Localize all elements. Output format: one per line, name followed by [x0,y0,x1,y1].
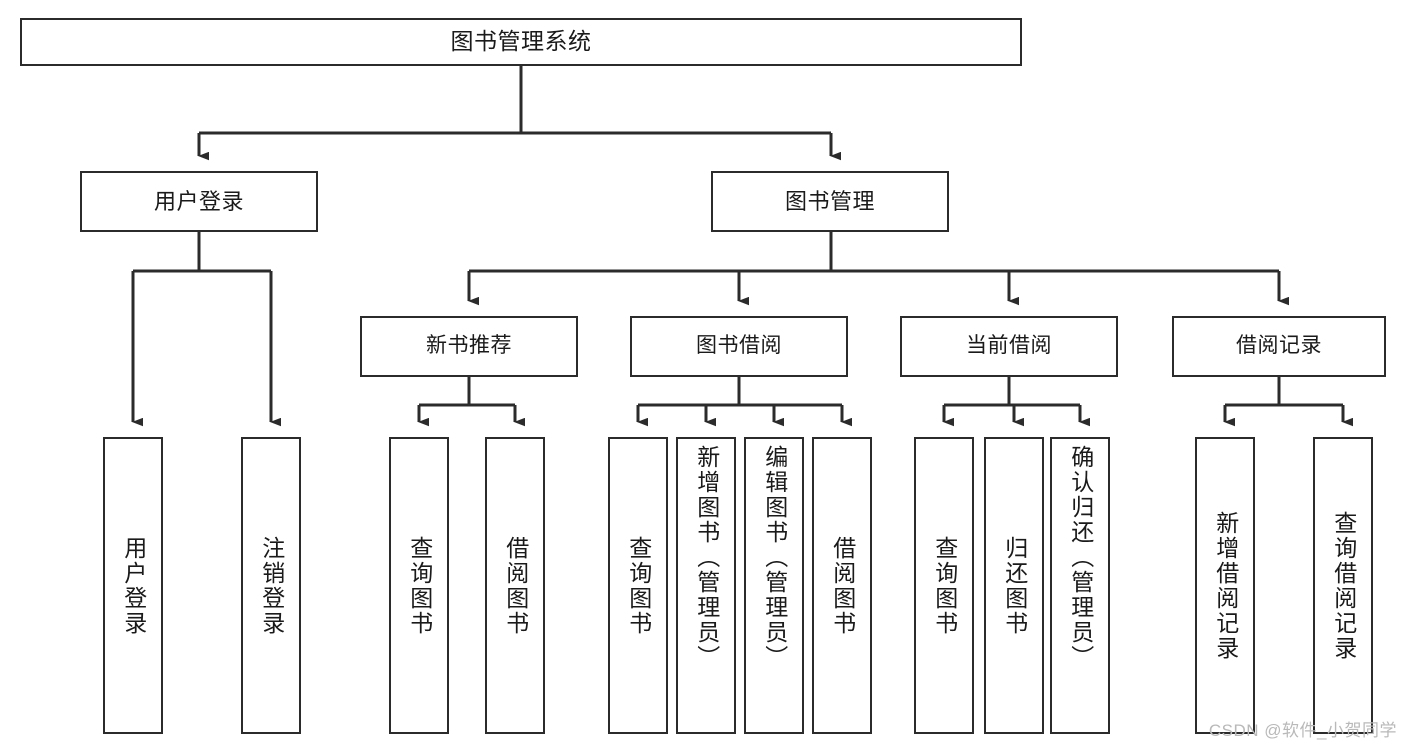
node-leaf-logout[interactable]: 注销登录 [241,437,301,734]
node-borrow-record-label: 借阅记录 [1236,334,1322,358]
node-leaf-confirm-return[interactable]: 确认归还（管理员） [1050,437,1110,734]
node-leaf-query-book-1-label: 查询图书 [406,535,433,636]
node-leaf-query-record-label: 查询借阅记录 [1330,510,1357,661]
node-user-login-label: 用户登录 [153,188,244,214]
node-leaf-add-record-label: 新增借阅记录 [1212,510,1239,661]
node-book-management-label: 图书管理 [784,188,875,214]
node-user-login[interactable]: 用户登录 [80,171,318,232]
node-current-borrow[interactable]: 当前借阅 [900,316,1118,377]
node-root-book-management-system[interactable]: 图书管理系统 [20,18,1022,66]
node-leaf-add-book-label: 新增图书（管理员） [693,445,720,670]
node-leaf-edit-book-label: 编辑图书（管理员） [761,445,788,670]
node-leaf-borrow-book-2[interactable]: 借阅图书 [812,437,872,734]
node-leaf-query-book-3[interactable]: 查询图书 [914,437,974,734]
node-leaf-add-record[interactable]: 新增借阅记录 [1195,437,1255,734]
node-leaf-query-book-3-label: 查询图书 [931,535,958,636]
node-root-label: 图书管理系统 [450,28,592,55]
node-leaf-borrow-book-2-label: 借阅图书 [829,535,856,636]
node-leaf-return-book[interactable]: 归还图书 [984,437,1044,734]
node-leaf-borrow-book-1-label: 借阅图书 [502,535,529,636]
node-leaf-confirm-return-label: 确认归还（管理员） [1067,445,1094,670]
node-leaf-query-book-2[interactable]: 查询图书 [608,437,668,734]
node-leaf-query-book-2-label: 查询图书 [625,535,652,636]
node-leaf-return-book-label: 归还图书 [1001,535,1028,636]
node-book-borrow-label: 图书借阅 [696,334,782,358]
node-book-borrow[interactable]: 图书借阅 [630,316,848,377]
node-leaf-user-login[interactable]: 用户登录 [103,437,163,734]
node-new-book-recommend[interactable]: 新书推荐 [360,316,578,377]
node-leaf-borrow-book-1[interactable]: 借阅图书 [485,437,545,734]
node-leaf-query-book-1[interactable]: 查询图书 [389,437,449,734]
node-leaf-user-login-label: 用户登录 [120,535,147,636]
node-leaf-add-book[interactable]: 新增图书（管理员） [676,437,736,734]
watermark-text: CSDN @软件_小贺同学 [1208,721,1397,740]
node-book-management[interactable]: 图书管理 [711,171,949,232]
node-leaf-query-record[interactable]: 查询借阅记录 [1313,437,1373,734]
node-leaf-logout-label: 注销登录 [258,535,285,636]
node-borrow-record[interactable]: 借阅记录 [1172,316,1386,377]
node-new-book-recommend-label: 新书推荐 [426,334,512,358]
node-current-borrow-label: 当前借阅 [966,334,1052,358]
node-leaf-edit-book[interactable]: 编辑图书（管理员） [744,437,804,734]
